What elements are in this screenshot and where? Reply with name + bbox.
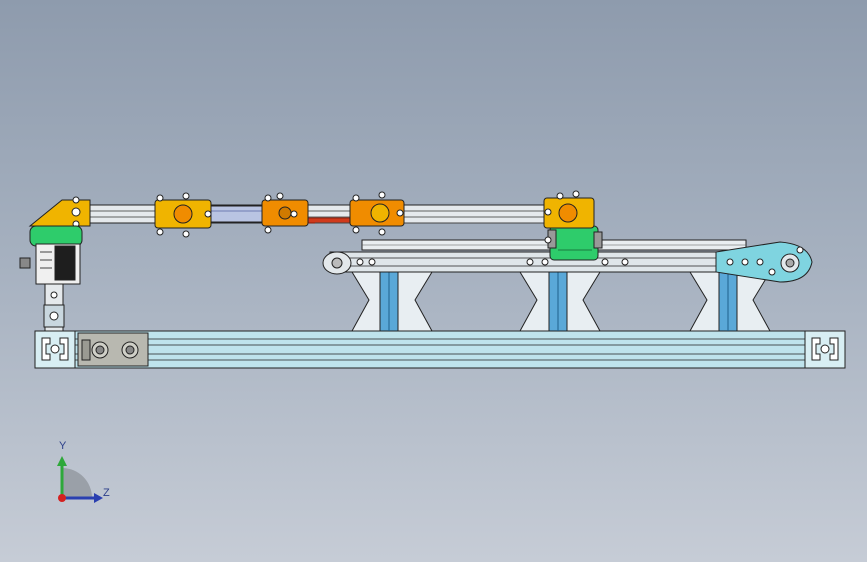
arm-clamp[interactable] [261,192,309,234]
stand-bracket[interactable] [689,271,771,332]
axis-triad-icon [57,456,103,503]
vertical-post[interactable] [43,283,65,332]
arm-clamp[interactable] [543,190,595,244]
coordinate-triad: Y Z [40,440,120,520]
base-extrusion-profile[interactable] [34,330,846,369]
stand-bracket[interactable] [351,271,433,332]
arm-clamp[interactable] [154,192,212,238]
linear-carriage[interactable] [547,225,603,261]
stepper-motor[interactable] [19,225,83,285]
z-axis-label: Z [103,487,110,499]
y-axis-label: Y [59,440,67,452]
arm-clamp[interactable] [349,191,405,236]
corner-bracket[interactable] [28,196,91,228]
end-mounting-plate[interactable] [77,332,149,367]
stand-bracket[interactable] [519,271,601,332]
